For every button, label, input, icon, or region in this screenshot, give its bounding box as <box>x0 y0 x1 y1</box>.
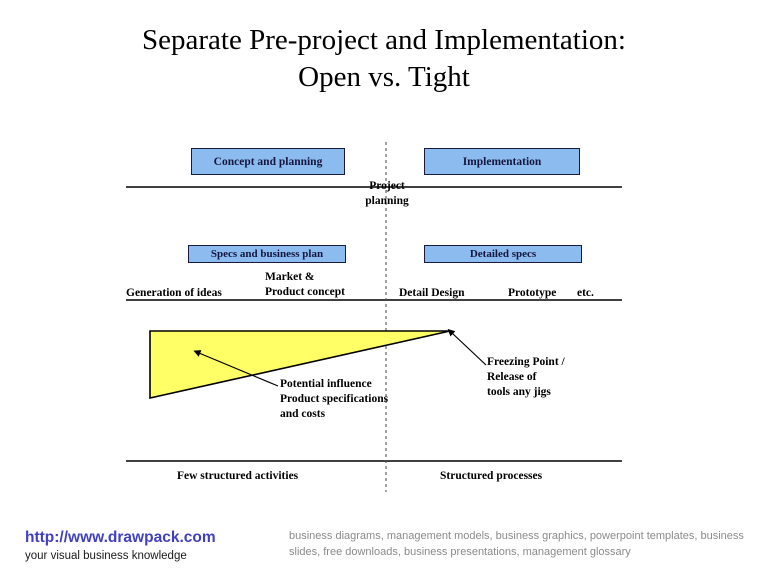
phase-box-detailed-specs[interactable]: Detailed specs <box>424 245 582 263</box>
label-few-structured-activities: Few structured activities <box>177 470 299 482</box>
footer-url-link[interactable]: http://www.drawpack.com <box>25 529 216 546</box>
phase-box-label: Concept and planning <box>213 155 323 168</box>
label-freezing-line-3: tools any jigs <box>487 386 551 398</box>
label-prototype: Prototype <box>508 287 557 299</box>
label-market-line-1: Market & <box>265 271 315 283</box>
process-diagram: Concept and planning Implementation Spec… <box>126 142 622 492</box>
potential-influence-leader <box>193 350 279 387</box>
footer-tagline: your visual business knowledge <box>25 550 187 562</box>
phase-box-label: Detailed specs <box>469 248 537 260</box>
freezing-point-leader <box>447 328 487 366</box>
label-potential-influence: Potential influence Product specificatio… <box>280 377 388 422</box>
label-detail-design: Detail Design <box>399 287 465 299</box>
phase-box-label: Specs and business plan <box>210 248 324 260</box>
label-potential-line-3: and costs <box>280 408 326 420</box>
diagram-canvas <box>126 142 622 492</box>
label-generation-of-ideas: Generation of ideas <box>126 287 222 299</box>
phase-box-implementation[interactable]: Implementation <box>424 148 580 175</box>
phase-box-concept-and-planning[interactable]: Concept and planning <box>191 148 345 175</box>
influence-wedge <box>149 330 451 399</box>
label-project-planning: Project planning <box>361 179 413 209</box>
label-potential-line-1: Potential influence <box>280 378 372 390</box>
label-market-and-product-concept: Market & Product concept <box>265 270 345 300</box>
page-title-line-2: Open vs. Tight <box>298 61 470 93</box>
label-project-planning-line-1: Project <box>369 180 405 192</box>
page-title: Separate Pre-project and Implementation:… <box>60 22 708 96</box>
label-freezing-point: Freezing Point / Release of tools any ji… <box>487 355 565 400</box>
footer-keywords: business diagrams, management models, bu… <box>289 530 744 558</box>
label-project-planning-line-2: planning <box>365 195 409 207</box>
label-freezing-line-2: Release of <box>487 371 537 383</box>
page-title-line-1: Separate Pre-project and Implementation: <box>142 24 626 56</box>
label-structured-processes: Structured processes <box>440 470 543 482</box>
phase-box-specs-and-business-plan[interactable]: Specs and business plan <box>188 245 346 263</box>
label-etc: etc. <box>577 287 594 299</box>
footer: http://www.drawpack.com your visual busi… <box>0 520 768 576</box>
phase-box-label: Implementation <box>462 155 542 168</box>
label-freezing-line-1: Freezing Point / <box>487 356 565 368</box>
label-market-line-2: Product concept <box>265 286 345 298</box>
label-potential-line-2: Product specifications <box>280 393 389 405</box>
